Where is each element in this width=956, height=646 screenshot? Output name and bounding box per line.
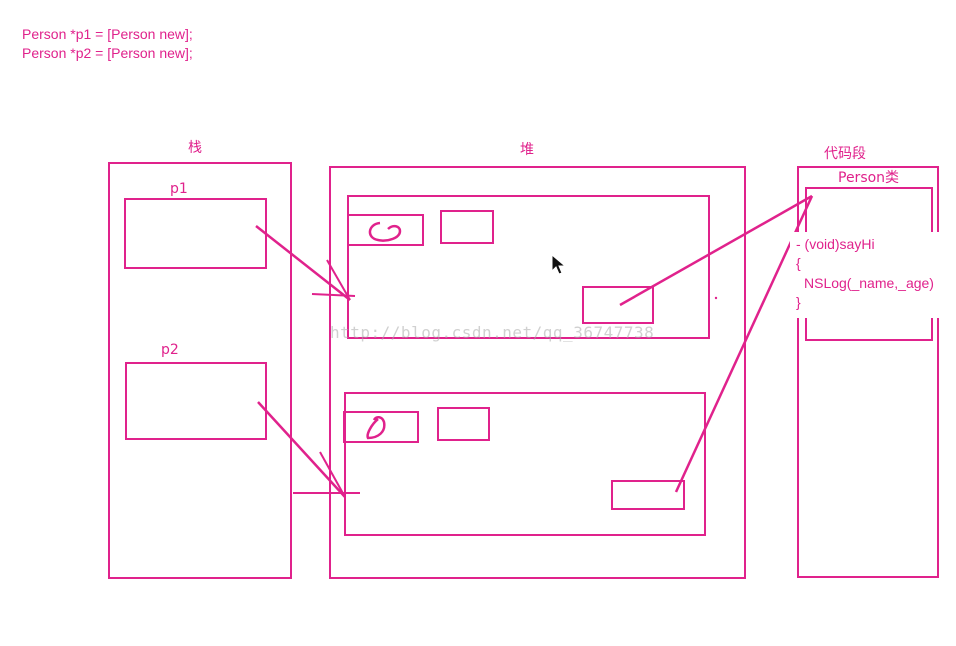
code-line-1: Person *p1 = [Person new]; [22,26,193,42]
p2-label: p2 [161,342,179,358]
mouse-cursor-icon [551,254,567,275]
link-object-2-to-class [674,195,814,493]
p2-box [125,362,267,440]
method-close-brace: } [796,294,801,310]
stack-label: 栈 [188,140,202,156]
field-box-2a [437,407,490,441]
arrow-p2-to-object-2 [257,401,346,498]
method-body: NSLog(_name,_age) [804,275,934,291]
isa-scribble-2 [366,416,386,440]
watermark-text: http://blog.csdn.net/qq_36747738 [330,323,655,342]
arrow-p1-to-object-1 [255,225,351,301]
isa-box-1 [347,214,424,246]
arrowhead-p1-b [311,293,356,297]
field-box-1a [440,210,494,244]
isa-box-2 [343,411,419,443]
method-signature: - (void)sayHi [796,236,875,252]
arrowhead-p1-a [326,259,351,301]
p1-box [124,198,267,269]
code-segment-box [797,166,939,578]
person-class-label: Person类 [838,170,900,186]
code-line-2: Person *p2 = [Person new]; [22,45,193,61]
method-open-brace: { [796,255,801,271]
stack-box [108,162,292,579]
heap-label: 堆 [520,142,534,158]
heap-object-1 [347,195,710,339]
field-box-2b [611,480,685,510]
heap-object-2 [344,392,706,536]
method-panel [790,232,956,318]
field-box-1b [582,286,654,324]
stray-dot [714,296,718,300]
isa-scribble-1 [368,221,402,242]
arrowhead-p2-a [319,451,346,498]
code-segment-label: 代码段 [824,146,866,162]
link-object-1-to-class [619,194,813,307]
p1-label: p1 [170,181,188,197]
heap-box [329,166,746,579]
